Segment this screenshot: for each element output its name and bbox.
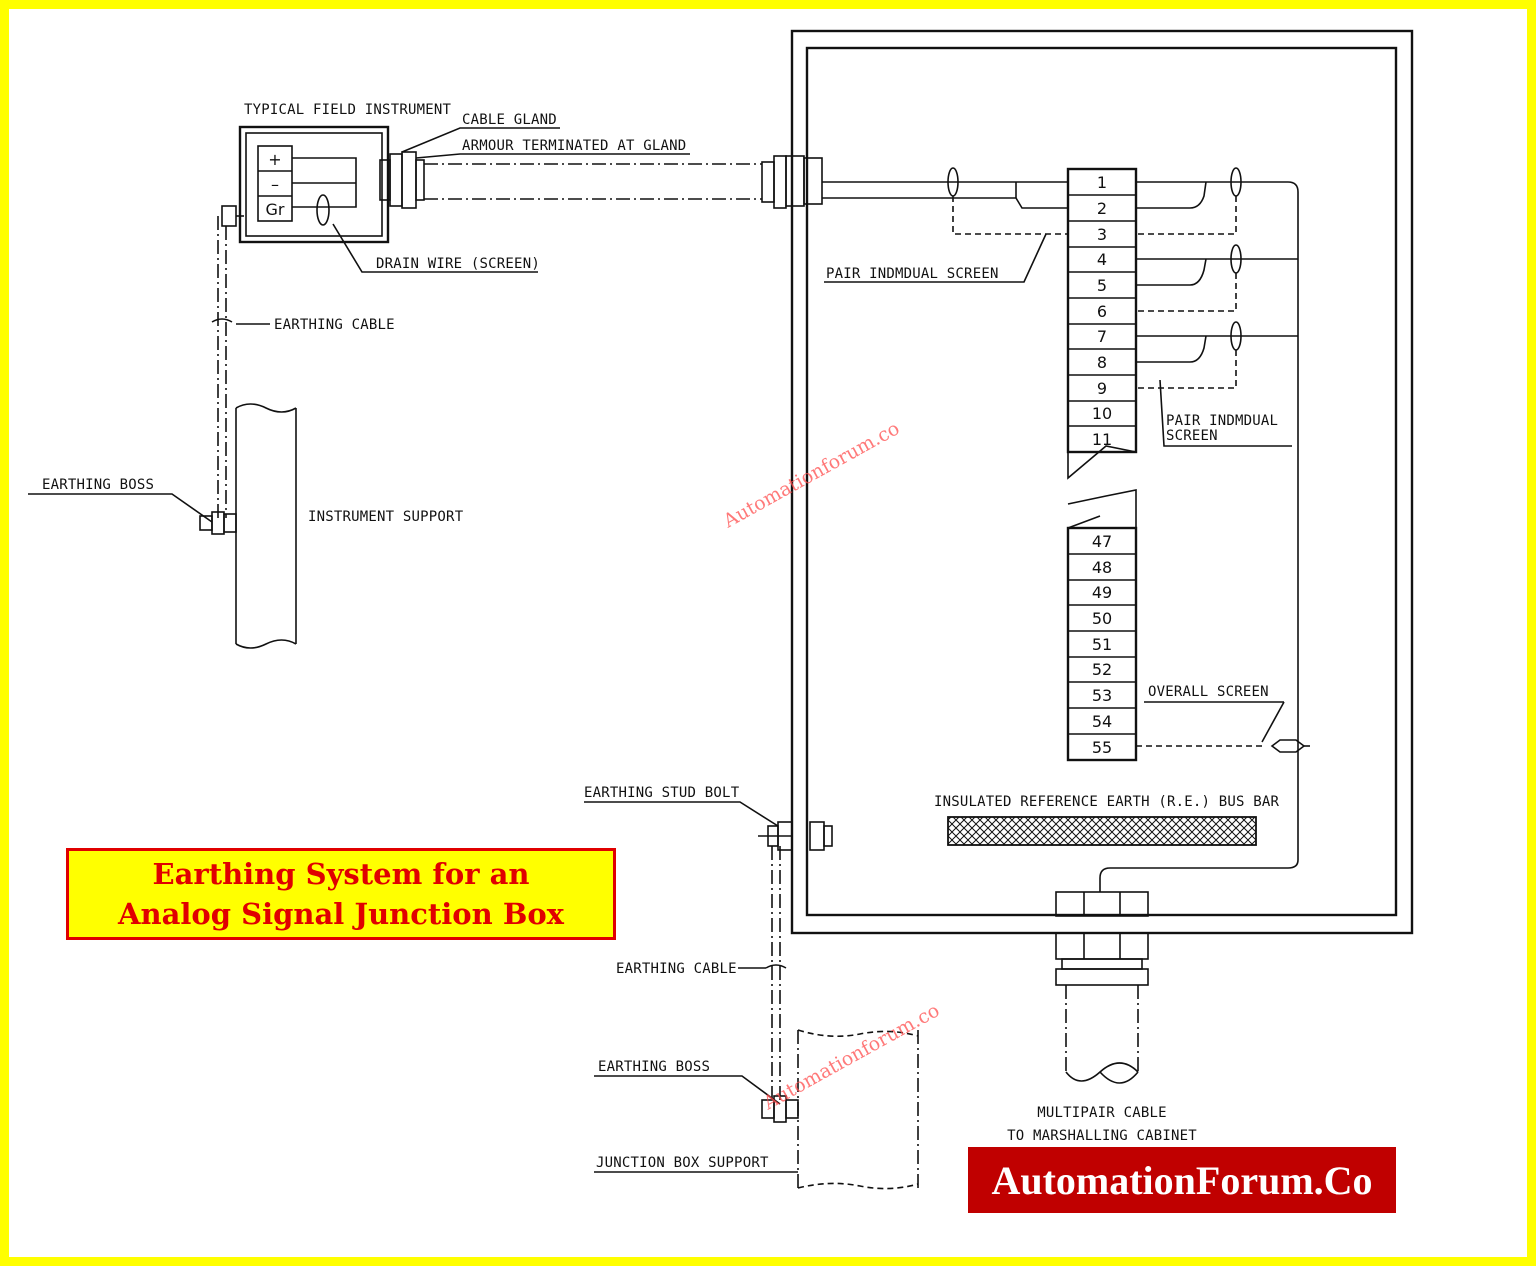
terminal-9: 9 <box>1097 379 1107 398</box>
diagram-title-box: Earthing System for an Analog Signal Jun… <box>66 848 616 940</box>
label-earthing-boss-bottom: EARTHING BOSS <box>598 1059 710 1075</box>
terminal-4: 4 <box>1097 250 1107 269</box>
brand-text: AutomationForum.Co <box>991 1157 1373 1203</box>
reference-earth-bus-bar <box>947 816 1257 846</box>
label-drain-wire: DRAIN WIRE (SCREEN) <box>376 256 540 272</box>
label-multipair-2: TO MARSHALLING CABINET <box>1007 1128 1197 1144</box>
terminal-2: 2 <box>1097 199 1107 218</box>
label-jb-support: JUNCTION BOX SUPPORT <box>596 1155 769 1171</box>
watermark-2: Automationforum.co <box>759 999 943 1115</box>
terminal-54: 54 <box>1092 712 1112 731</box>
label-instrument-support: INSTRUMENT SUPPORT <box>308 509 464 525</box>
terminal-8: 8 <box>1097 353 1107 372</box>
terminal-11: 11 <box>1092 430 1112 449</box>
label-cable-gland: CABLE GLAND <box>462 112 557 128</box>
terminal-1: 1 <box>1097 173 1107 192</box>
terminal-53: 53 <box>1092 686 1112 705</box>
terminal-51: 51 <box>1092 635 1112 654</box>
terminal-6: 6 <box>1097 302 1107 321</box>
instrument-terminal-ground: Gr <box>266 200 285 219</box>
multipair-wiring <box>1099 167 1314 892</box>
field-instrument <box>238 125 390 244</box>
terminal-50: 50 <box>1092 609 1112 628</box>
label-field-instrument: TYPICAL FIELD INSTRUMENT <box>244 102 451 118</box>
terminal-7: 7 <box>1097 327 1107 346</box>
terminal-strip-break-upper <box>1067 445 1137 480</box>
title-line-2: Analog Signal Junction Box <box>118 897 564 931</box>
earthing-stud-bolt <box>758 821 833 851</box>
label-pair-screen-right-2: SCREEN <box>1166 428 1218 444</box>
label-earthing-stud-bolt: EARTHING STUD BOLT <box>584 785 740 801</box>
instrument-terminal-minus: – <box>271 175 279 194</box>
instrument-earthing-cable <box>211 205 270 518</box>
brand-banner: AutomationForum.Co <box>968 1147 1396 1213</box>
label-multipair-1: MULTIPAIR CABLE <box>1037 1105 1166 1121</box>
label-bus-bar: INSULATED REFERENCE EARTH (R.E.) BUS BAR <box>934 794 1280 810</box>
terminal-strip-upper <box>1066 167 1138 454</box>
label-pair-screen-right-1: PAIR INDMDUAL <box>1166 413 1278 429</box>
terminal-3: 3 <box>1097 225 1107 244</box>
label-armour: ARMOUR TERMINATED AT GLAND <box>462 138 686 154</box>
terminal-separators <box>1068 194 1136 735</box>
terminal-49: 49 <box>1092 583 1112 602</box>
terminal-strip-lower <box>1066 526 1138 762</box>
terminal-10: 10 <box>1092 404 1112 423</box>
field-pair-wiring <box>822 167 1068 235</box>
terminal-55: 55 <box>1092 738 1112 757</box>
instrument-cable-gland <box>379 151 425 209</box>
label-overall-screen: OVERALL SCREEN <box>1148 684 1269 700</box>
junction-box-earthing-cable <box>738 846 787 1100</box>
terminal-48: 48 <box>1092 558 1112 577</box>
label-earthing-cable-bottom: EARTHING CABLE <box>616 961 737 977</box>
label-pair-screen-left: PAIR INDMDUAL SCREEN <box>826 266 999 282</box>
terminal-47: 47 <box>1092 532 1112 551</box>
junction-box-cable-gland <box>761 155 823 209</box>
instrument-support <box>199 403 297 649</box>
label-earthing-cable-top: EARTHING CABLE <box>274 317 395 333</box>
leader-lines <box>28 127 1292 1173</box>
multipair-gland <box>1055 891 1149 1084</box>
terminal-5: 5 <box>1097 276 1107 295</box>
junction-box-support <box>761 1029 919 1190</box>
title-line-1: Earthing System for an <box>152 857 530 891</box>
terminal-strip-break-lower <box>1067 489 1137 529</box>
terminal-52: 52 <box>1092 660 1112 679</box>
label-earthing-boss-top: EARTHING BOSS <box>42 477 154 493</box>
watermark-1: Automationforum.co <box>719 417 903 533</box>
junction-box-inner <box>805 46 1398 917</box>
instrument-terminal-plus: + <box>268 150 281 169</box>
